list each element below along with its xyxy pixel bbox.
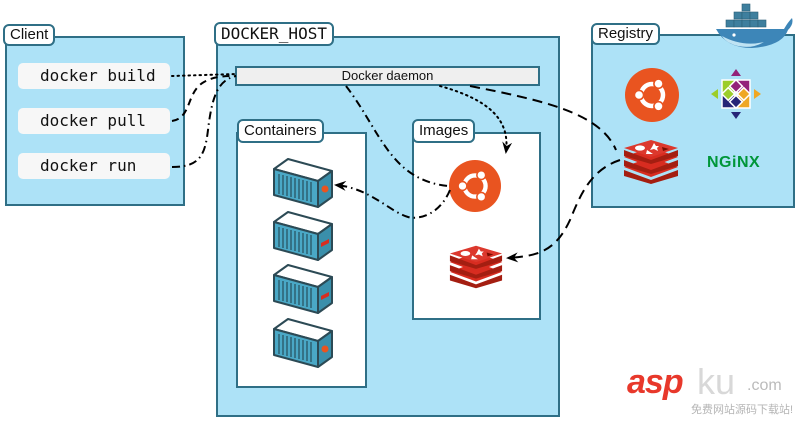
registry-title: Registry bbox=[591, 23, 661, 45]
watermark-domain: .com bbox=[747, 377, 782, 394]
registry-redis-icon[interactable] bbox=[622, 140, 680, 184]
registry-nginx-icon[interactable]: NGiNX bbox=[707, 154, 761, 171]
containers-title: Containers bbox=[237, 119, 324, 143]
images-title: Images bbox=[412, 119, 476, 143]
container-redis-icon[interactable] bbox=[272, 210, 334, 262]
watermark-brand-b: ku bbox=[697, 361, 736, 402]
client-title: Client bbox=[3, 24, 56, 46]
docker-daemon-bar[interactable]: Docker daemon bbox=[235, 66, 540, 86]
container-redis-icon[interactable] bbox=[272, 263, 334, 315]
docker-run-command[interactable]: docker run bbox=[18, 153, 170, 179]
docker-whale-icon bbox=[716, 3, 793, 48]
container-ubuntu-icon[interactable] bbox=[272, 157, 334, 209]
image-redis-icon[interactable] bbox=[448, 245, 504, 289]
watermark-brand-a: asp bbox=[627, 363, 684, 401]
docker-build-command[interactable]: docker build bbox=[18, 63, 170, 89]
image-ubuntu-icon[interactable] bbox=[449, 160, 501, 212]
docker-pull-command[interactable]: docker pull bbox=[18, 108, 170, 134]
watermark-tagline: 免费网站源码下载站! bbox=[691, 404, 794, 416]
docker-host-title: DOCKER_HOST bbox=[214, 22, 334, 46]
container-ubuntu-icon[interactable] bbox=[272, 317, 334, 369]
registry-centos-icon[interactable] bbox=[709, 67, 763, 121]
aspku-watermark: asp ku .com 免费网站源码下载站! bbox=[627, 361, 797, 417]
registry-ubuntu-icon[interactable] bbox=[625, 68, 679, 122]
